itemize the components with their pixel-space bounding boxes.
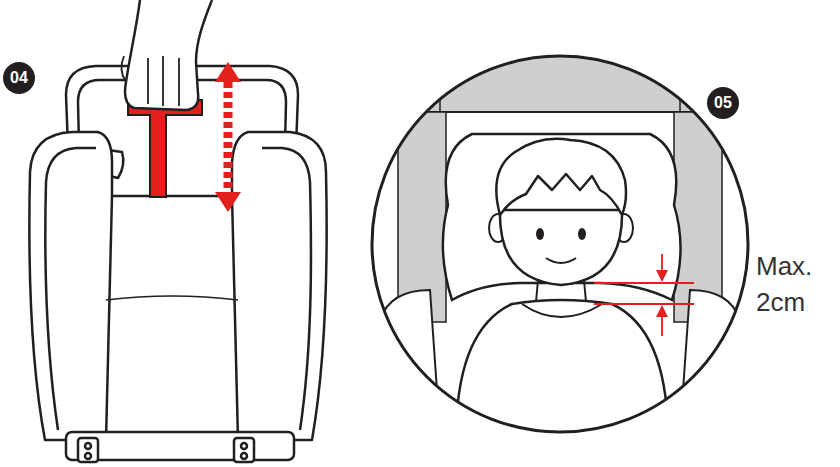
headrest-handle (128, 100, 202, 197)
detail-view (370, 54, 750, 440)
booster-seat (29, 66, 326, 462)
callout-text: 05 (714, 95, 732, 111)
detail-circle (372, 56, 748, 432)
callout-text: 04 (10, 70, 28, 86)
adjust-arrow (215, 62, 241, 212)
callout-number: 04 (3, 62, 35, 94)
callout-number: 05 (707, 87, 739, 119)
dimension-label: Max. 2cm (756, 248, 828, 320)
hand (121, 0, 212, 110)
